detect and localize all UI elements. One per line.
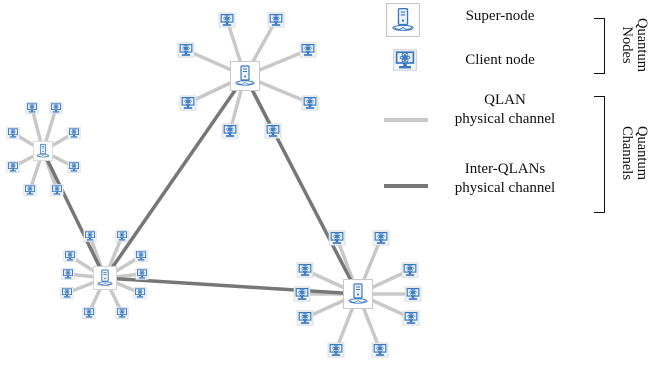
client-node-icon <box>328 230 346 246</box>
client-node-icon <box>402 310 420 326</box>
legend-client-node-label: Client node <box>465 52 535 68</box>
client-node-icon <box>221 123 239 139</box>
legend-inter-line2: physical channel <box>454 180 556 196</box>
legend-qlan-line1: QLAN <box>484 92 526 108</box>
group-label-quantum-channels: Quantum Channels <box>619 126 650 180</box>
client-node-icon <box>50 184 64 196</box>
legend-super-node-label: Super-node <box>465 8 535 24</box>
client-node-icon <box>60 287 74 299</box>
client-node-icon <box>115 307 129 319</box>
inter-qlan-channel <box>243 74 360 296</box>
legend-qlan-channel-label: QLAN physical channel <box>430 91 580 129</box>
client-node-icon <box>134 250 148 262</box>
inter-qlan-channels <box>41 74 360 296</box>
client-node-icon <box>83 230 97 242</box>
group-label-quantum-nodes: Quantum Nodes <box>619 18 650 72</box>
client-node-icon <box>267 12 285 28</box>
client-node-icon <box>301 95 319 111</box>
client-node-icon <box>6 127 20 139</box>
inter-qlan-channel <box>103 74 247 280</box>
client-node-icon <box>6 161 20 173</box>
client-node-icon <box>133 287 147 299</box>
client-node-icon <box>25 102 39 114</box>
client-node-icon <box>296 310 314 326</box>
legend-inter-line1: Inter-QLANs <box>464 161 546 177</box>
client-node-icon <box>264 123 282 139</box>
client-node-icon <box>401 262 419 278</box>
client-node-icon <box>23 184 37 196</box>
client-node-icon <box>115 230 129 242</box>
client-node-icon <box>299 42 317 58</box>
super-node-icon <box>343 279 373 309</box>
nodes <box>6 12 422 358</box>
client-node-icon <box>404 286 422 302</box>
client-node-icon <box>179 95 197 111</box>
channels-bracket <box>594 96 605 213</box>
client-node-icon <box>49 102 63 114</box>
client-node-icon <box>371 342 389 358</box>
client-node-icon <box>82 307 96 319</box>
legend-super-node-icon <box>386 3 420 37</box>
super-node-icon <box>230 61 260 91</box>
client-node-icon <box>372 230 390 246</box>
client-node-icon <box>135 268 149 280</box>
client-node-icon <box>67 127 81 139</box>
client-node-icon <box>293 286 311 302</box>
inter-qlan-channel <box>41 149 107 280</box>
inter-qlan-channel <box>103 276 360 296</box>
legend-inter-channel-label: Inter-QLANs physical channel <box>430 160 580 198</box>
client-node-icon <box>218 12 236 28</box>
client-node-icon <box>67 161 81 173</box>
client-node-icon <box>296 262 314 278</box>
super-node-icon <box>33 141 53 161</box>
client-node-icon <box>63 250 77 262</box>
client-node-icon <box>327 342 345 358</box>
client-node-icon <box>177 42 195 58</box>
legend-qlan-line2: physical channel <box>454 111 556 127</box>
client-node-icon <box>61 268 75 280</box>
super-node-icon <box>93 266 117 290</box>
legend-client-node-icon <box>393 49 417 71</box>
legend-graphics <box>384 3 428 188</box>
nodes-bracket <box>594 18 605 74</box>
